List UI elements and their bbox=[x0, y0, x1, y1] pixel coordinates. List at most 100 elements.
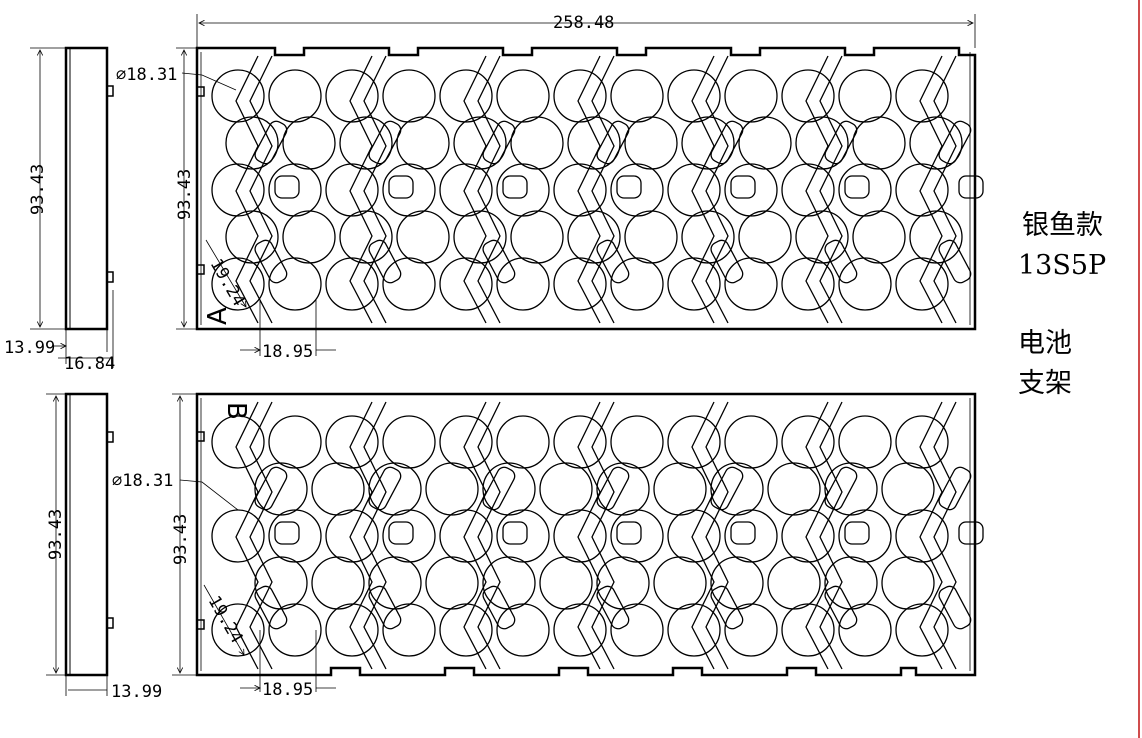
nickel-slot bbox=[482, 585, 516, 630]
cell-hole bbox=[225, 116, 279, 170]
cell-hole bbox=[667, 509, 721, 563]
cell-hole bbox=[382, 603, 436, 657]
cell-hole bbox=[339, 210, 393, 264]
nickel-slots-a bbox=[254, 120, 984, 284]
cell-hole bbox=[781, 415, 835, 469]
cell-hole bbox=[710, 556, 764, 610]
nickel-slot bbox=[824, 239, 858, 284]
cell-hole bbox=[496, 603, 550, 657]
zigzag-channel bbox=[705, 55, 729, 324]
dim-height-plate-bottom: 93.43 bbox=[171, 514, 191, 565]
zigzag-channel bbox=[577, 55, 601, 324]
nickel-slot bbox=[388, 175, 414, 199]
side-view-top bbox=[30, 46, 114, 368]
cell-hole bbox=[325, 257, 379, 311]
cell-hole bbox=[553, 163, 607, 217]
cell-hole bbox=[282, 116, 336, 170]
cell-hole bbox=[211, 415, 265, 469]
cell-hole bbox=[838, 257, 892, 311]
zigzag-channel bbox=[477, 401, 501, 670]
cell-hole bbox=[838, 69, 892, 123]
nickel-slot bbox=[482, 120, 516, 165]
cell-hole bbox=[610, 603, 664, 657]
cell-hole bbox=[439, 257, 493, 311]
cell-hole bbox=[781, 509, 835, 563]
zigzag-channel bbox=[691, 55, 715, 324]
cell-hole bbox=[439, 509, 493, 563]
nickel-slot bbox=[388, 521, 414, 545]
nickel-slot bbox=[274, 175, 300, 199]
cell-hole bbox=[895, 603, 949, 657]
plate-a bbox=[195, 46, 984, 331]
cell-hole bbox=[510, 116, 564, 170]
cell-hole bbox=[439, 603, 493, 657]
cell-hole bbox=[282, 210, 336, 264]
cell-hole bbox=[325, 69, 379, 123]
cell-hole bbox=[539, 556, 593, 610]
cell-hole bbox=[824, 556, 878, 610]
dim-pitch-bottom: 18.95 bbox=[262, 680, 313, 700]
nickel-slot bbox=[254, 466, 288, 511]
cell-hole bbox=[881, 556, 935, 610]
nickel-slot bbox=[824, 466, 858, 511]
nickel-slot bbox=[616, 175, 642, 199]
zigzag-channel bbox=[363, 401, 387, 670]
nickel-slot bbox=[482, 466, 516, 511]
cell-hole bbox=[838, 509, 892, 563]
zigzag-channel bbox=[477, 55, 501, 324]
nickel-slot bbox=[368, 466, 402, 511]
cell-hole bbox=[895, 257, 949, 311]
nickel-slot bbox=[824, 120, 858, 165]
zigzag-channel bbox=[933, 55, 957, 324]
cell-hole bbox=[211, 69, 265, 123]
cell-hole bbox=[211, 603, 265, 657]
cell-hole bbox=[781, 603, 835, 657]
cell-hole bbox=[852, 116, 906, 170]
cell-hole bbox=[482, 556, 536, 610]
cell-hole bbox=[838, 415, 892, 469]
cell-hole bbox=[211, 257, 265, 311]
cell-hole bbox=[268, 509, 322, 563]
cell-hole bbox=[439, 163, 493, 217]
cell-hole bbox=[681, 116, 735, 170]
cell-hole bbox=[610, 509, 664, 563]
cell-hole bbox=[311, 556, 365, 610]
nickel-slot bbox=[596, 120, 630, 165]
nickel-slot bbox=[844, 175, 870, 199]
dim-height-side-bottom: 93.43 bbox=[46, 509, 66, 560]
zigzag-channel bbox=[249, 401, 273, 670]
cell-hole bbox=[553, 415, 607, 469]
cell-hole bbox=[453, 210, 507, 264]
plate-b-mark: B bbox=[221, 402, 251, 420]
cell-hole bbox=[881, 462, 935, 516]
cell-hole bbox=[610, 69, 664, 123]
cell-hole bbox=[909, 210, 963, 264]
cell-hole bbox=[724, 257, 778, 311]
nickel-slot bbox=[596, 466, 630, 511]
nickel-slot bbox=[730, 521, 756, 545]
nickel-slot bbox=[938, 239, 972, 284]
cell-hole bbox=[624, 210, 678, 264]
cell-hole bbox=[895, 163, 949, 217]
cell-hole bbox=[852, 210, 906, 264]
cell-hole bbox=[610, 163, 664, 217]
zigzag-channel bbox=[819, 401, 843, 670]
cell-hole bbox=[211, 163, 265, 217]
zigzag-channel bbox=[249, 55, 273, 324]
cell-hole bbox=[895, 509, 949, 563]
cell-hole bbox=[268, 257, 322, 311]
zigzag-channel bbox=[349, 401, 373, 670]
nickel-slot bbox=[958, 175, 984, 199]
cell-hole bbox=[368, 462, 422, 516]
cell-hole bbox=[539, 462, 593, 516]
nickel-slot bbox=[482, 239, 516, 284]
nickel-slot bbox=[710, 585, 744, 630]
nickel-slot bbox=[938, 585, 972, 630]
zigzag-channels-b bbox=[235, 401, 957, 670]
cell-hole bbox=[681, 210, 735, 264]
nickel-slot bbox=[710, 239, 744, 284]
side-view-bottom bbox=[46, 392, 114, 696]
nickel-slot bbox=[958, 521, 984, 545]
cell-hole bbox=[567, 210, 621, 264]
